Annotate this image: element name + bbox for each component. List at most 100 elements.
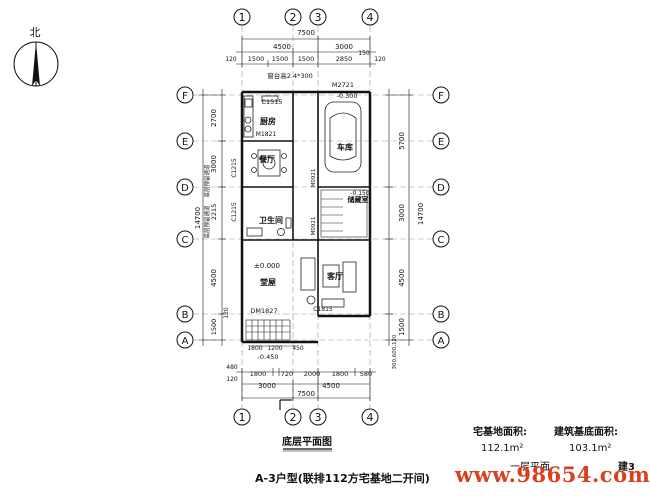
section-mark: [279, 399, 292, 410]
dim-top-detail-2: 1500: [272, 55, 289, 63]
dim-right-total: 14700: [417, 203, 425, 225]
lot-area-value: 112.1m²: [481, 443, 524, 454]
dim-bottom-mid-1: 3000: [258, 382, 276, 390]
dim-bottom-detail-4: 1800: [332, 370, 349, 378]
dim-top-detail-4: 2850: [336, 55, 353, 63]
dim-bottom-edge-left-b: 120: [226, 376, 238, 383]
top-dimensions: [236, 36, 376, 67]
base-area-label: 建筑基底面积:: [554, 427, 618, 438]
front-steps: [245, 319, 296, 347]
dim-top-edge-right-b: 150: [358, 50, 370, 57]
level-zero: ±0.000: [254, 262, 280, 270]
axis-row-c-right: C: [438, 235, 445, 246]
dim-top-detail-1: 1500: [248, 55, 265, 63]
drawing-code: 建3: [618, 462, 635, 473]
north-label: 北: [30, 26, 41, 39]
room-bathroom: 卫生间: [259, 215, 283, 225]
dim-top-edge-left: 120: [225, 56, 237, 63]
stair: [320, 189, 368, 238]
dim-top-edge-right: 120: [374, 56, 386, 63]
axis-col-3-bottom: 3: [315, 411, 322, 424]
axis-col-1-top: 1: [239, 11, 246, 24]
axis-col-4-top: 4: [367, 11, 374, 24]
floor-label: 一层平面: [510, 462, 550, 473]
axis-row-e-right: E: [438, 137, 444, 148]
north-arrow: 北: [13, 26, 59, 87]
dim-bottom-detail-2: 720: [281, 370, 293, 378]
axis-col-1-bottom: 1: [239, 411, 246, 424]
dim-left-3: 2215: [210, 204, 218, 221]
dim-right-2: 3000: [398, 204, 406, 222]
dim-bottom-detail-1: 1800: [250, 370, 267, 378]
dim-lower-1: 1800: [247, 345, 262, 352]
dim-right-1: 5700: [398, 132, 406, 150]
lot-area-label: 宅基地面积:: [473, 427, 527, 438]
room-dining: 餐厅: [258, 154, 275, 164]
door-m2721: M2721: [332, 81, 354, 89]
axis-row-b-left: B: [182, 310, 189, 321]
door-m0921-storage: M0921: [311, 169, 317, 188]
axis-lines: [193, 26, 440, 408]
axis-col-3-top: 3: [315, 11, 322, 24]
door-m1821: M1821: [256, 131, 277, 138]
dim-bottom-detail-5: 580: [360, 370, 372, 378]
row-axis-bubbles: F E D C B A F E D C B A: [176, 86, 450, 349]
dim-bottom-mid-2: 4500: [322, 382, 340, 390]
window-c1215-bath: C1215: [231, 202, 238, 222]
exterior-walls: [240, 90, 372, 344]
dim-left-total: 14700: [194, 207, 202, 229]
dim-left-1: 2700: [210, 109, 218, 127]
room-living: 客厅: [326, 271, 343, 281]
axis-row-f-left: F: [182, 91, 188, 102]
watermark-text: www.98654.com: [455, 462, 650, 487]
right-dimensions: [385, 89, 413, 346]
room-kitchen: 厨房: [260, 116, 276, 126]
dim-right-3: 4500: [398, 269, 406, 287]
dining-table: [251, 149, 287, 177]
axis-row-a-left: A: [182, 336, 189, 347]
axis-row-b-right: B: [438, 310, 445, 321]
door-m0921-bath: M0921: [311, 217, 317, 236]
axis-col-2-bottom: 2: [290, 411, 297, 424]
dim-left-window-1: C1215: [231, 158, 238, 178]
interior-walls: [242, 92, 370, 316]
bathroom-fixtures: [246, 217, 292, 237]
axis-col-2-top: 2: [290, 11, 297, 24]
level-minus-300: -0.300: [337, 92, 358, 100]
dim-top-mid-1: 4500: [273, 43, 291, 51]
dim-bottom-detail-3: 2000: [304, 370, 321, 378]
bottom-dimensions: [236, 368, 376, 401]
plan-title: 底层平面图: [282, 435, 332, 448]
dim-bottom-total: 7500: [297, 390, 315, 398]
window-c1515: C1515: [261, 98, 282, 106]
dim-left-4: 4500: [210, 269, 218, 287]
dim-right-4: 1500: [398, 318, 406, 336]
room-storage: 储藏室: [347, 195, 369, 204]
left-dimensions: [199, 89, 226, 346]
dim-top-detail-3: 1500: [298, 55, 315, 63]
room-hall: 堂屋: [260, 277, 276, 287]
base-area-value: 103.1m²: [569, 443, 612, 454]
living-furniture: [300, 257, 357, 308]
dim-top-total: 7500: [297, 29, 315, 37]
dim-left-2: 3000: [210, 155, 218, 173]
axis-row-d-left: D: [181, 183, 189, 194]
axis-col-4-bottom: 4: [367, 411, 374, 424]
kitchen-counter: [243, 95, 279, 138]
dim-right-bottom: 300,600,120: [392, 334, 398, 369]
room-garage: 车库: [337, 142, 353, 152]
level-minus-450: -0.450: [258, 353, 279, 361]
dim-left-6: 120: [223, 307, 230, 319]
level-minus-150: -0.150: [350, 190, 370, 197]
kitchen-window-note: 窗台高2.4*300: [267, 71, 313, 80]
door-dm1827: DM1827: [250, 307, 277, 315]
drawing-caption: A-3户型(联排112方宅基地二开间): [255, 472, 430, 485]
axis-row-c-left: C: [182, 235, 189, 246]
axis-row-f-right: F: [438, 91, 444, 102]
axis-row-d-right: D: [437, 183, 445, 194]
reserved-passage-2: 底层预留通道: [203, 205, 211, 239]
window-c1815: C1815: [313, 306, 333, 313]
column-axis-bubbles: 1 2 3 4 1 2 3 4: [233, 8, 379, 426]
